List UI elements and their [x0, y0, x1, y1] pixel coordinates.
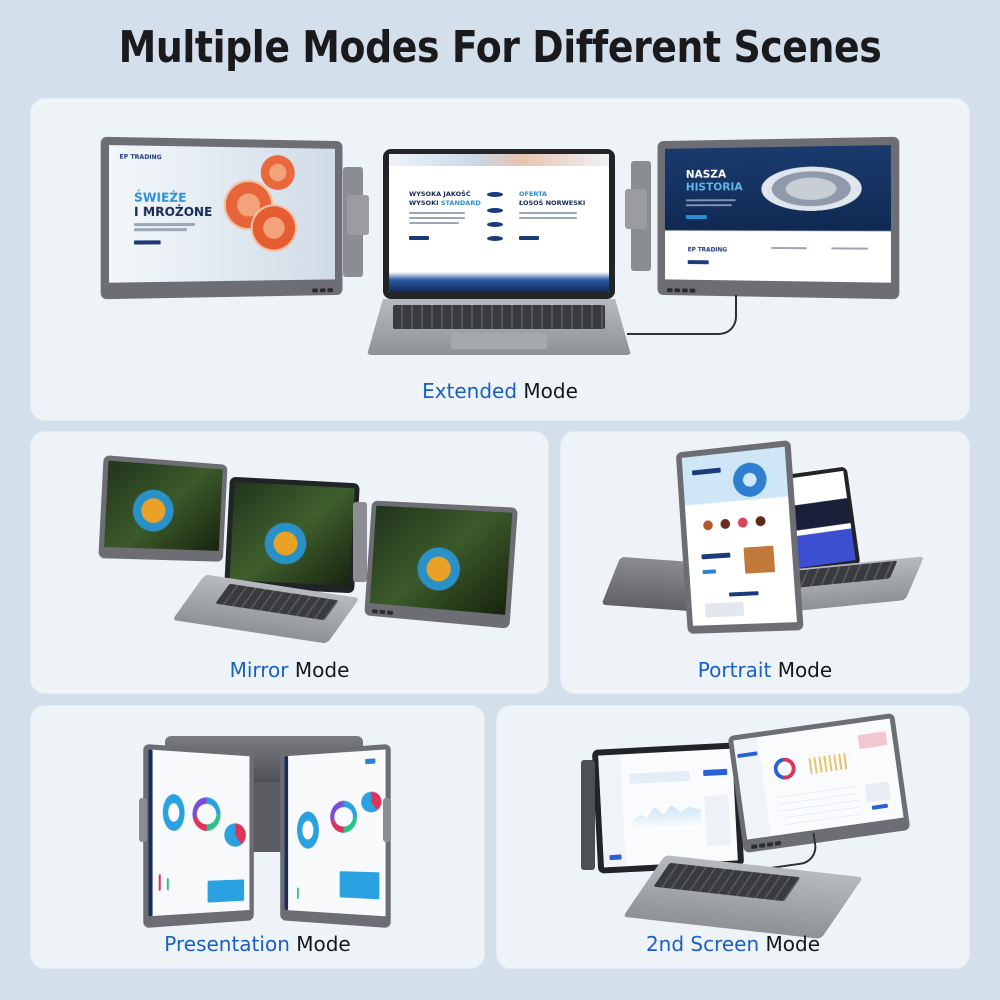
card-portrait-mode: Portrait Mode	[561, 432, 969, 693]
portrait-monitor	[675, 439, 804, 634]
col1-heading-2: WYSOKI STANDARD	[409, 199, 481, 207]
screen-heading-2: HISTORIA	[685, 180, 743, 194]
card-extended-mode: EP TRADING ŚWIEŻE I MROŻONE WYSOKA JAKOŚ…	[31, 99, 969, 420]
brand-logo: EP TRADING	[119, 153, 162, 162]
card-mirror-mode: Mirror Mode	[31, 432, 548, 693]
brand-logo: EP TRADING	[687, 246, 728, 254]
laptop-screen: WYSOKA JAKOŚĆ WYSOKI STANDARD OFERTA ŁOS…	[389, 154, 609, 292]
second-screen-monitor	[727, 712, 911, 854]
second-screen-laptop	[591, 742, 745, 874]
caption-presentation-mode: Presentation Mode	[164, 932, 351, 956]
caption-extended-mode: Extended Mode	[422, 379, 578, 403]
donut-chart	[772, 756, 798, 782]
donut-chart	[192, 796, 221, 832]
mirror-laptop-screen	[224, 476, 360, 594]
col2-heading-1: OFERTA	[519, 190, 548, 198]
col1-heading-1: WYSOKA JAKOŚĆ	[409, 190, 471, 198]
right-monitor: NASZA HISTORIA EP TRADING	[657, 136, 900, 300]
donut-chart	[330, 800, 358, 834]
mirror-right-monitor	[364, 500, 518, 629]
caption-second-screen-mode: 2nd Screen Mode	[645, 932, 821, 956]
fish-icons	[487, 192, 503, 197]
screen-heading-1: ŚWIEŻE	[133, 190, 187, 205]
caption-mirror-mode: Mirror Mode	[229, 658, 350, 682]
laptop-screen-frame: WYSOKA JAKOŚĆ WYSOKI STANDARD OFERTA ŁOS…	[383, 149, 615, 299]
line-chart	[630, 794, 702, 832]
fish-image	[761, 165, 862, 212]
screen-heading-2: I MROŻONE	[133, 204, 213, 220]
left-monitor-screen: EP TRADING ŚWIEŻE I MROŻONE	[109, 145, 335, 283]
col2-heading-2: ŁOSOŚ NORWESKI	[519, 199, 586, 207]
usb-cable	[627, 295, 737, 335]
caption-portrait-mode: Portrait Mode	[697, 658, 833, 682]
presentation-right-screen	[280, 743, 391, 929]
card-second-screen-mode: 2nd Screen Mode	[497, 706, 969, 968]
left-monitor: EP TRADING ŚWIEŻE I MROŻONE	[100, 136, 343, 300]
portrait-monitor-screen	[681, 446, 797, 626]
presentation-left-screen	[143, 743, 254, 929]
card-presentation-mode: Presentation Mode	[31, 706, 484, 968]
right-monitor-screen: NASZA HISTORIA EP TRADING	[665, 145, 891, 283]
page-headline: Multiple Modes For Different Scenes	[118, 22, 882, 73]
mirror-left-monitor	[98, 455, 228, 562]
screen-heading-1: NASZA	[685, 167, 727, 181]
